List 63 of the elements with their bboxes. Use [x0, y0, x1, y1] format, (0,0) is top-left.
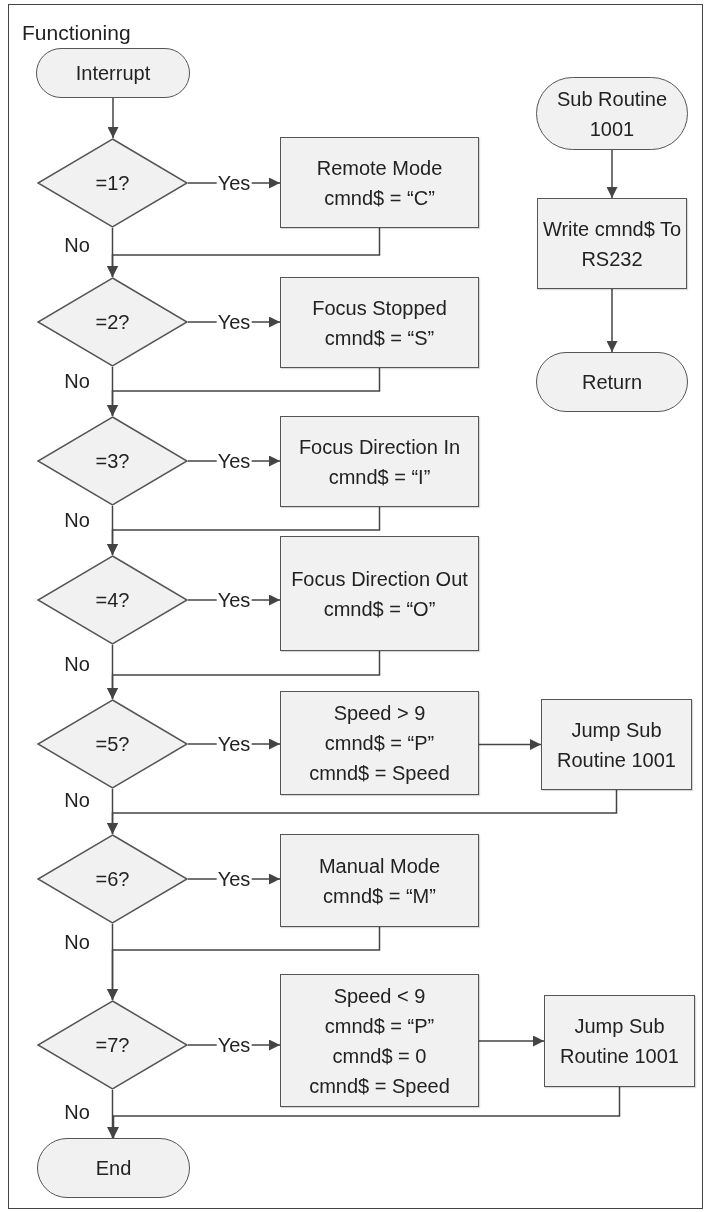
node-text: Interrupt [75, 61, 151, 86]
node-text: Write cmnd$ To RS232 [542, 216, 682, 272]
process-box [537, 198, 687, 289]
node-text: =1? [95, 171, 130, 196]
arrow [478, 1035, 545, 1047]
decision-diamond [37, 138, 188, 228]
node-text: cmnd$ = “C” [323, 185, 436, 211]
arrow [107, 788, 118, 835]
node-text: End [95, 1156, 132, 1181]
node-text: cmnd$ = “S” [323, 325, 436, 351]
node-text: cmnd$ = “P” [323, 731, 436, 756]
process-box [280, 277, 479, 368]
node-text: Jump Sub Routine 1001 [556, 717, 677, 773]
node-text: Speed > 9 [332, 701, 427, 726]
process-box [280, 974, 479, 1107]
node-text: =5? [95, 732, 130, 757]
node-text: =6? [95, 867, 130, 892]
arrow [107, 644, 118, 700]
process-box [541, 699, 692, 790]
node-text: Remote Mode [316, 155, 443, 181]
process-box [280, 416, 479, 507]
node-text: =7? [95, 1033, 130, 1058]
node-text: cmnd$ = “O” [322, 596, 437, 622]
process-box [280, 691, 479, 795]
terminal-shape [36, 48, 190, 98]
process-box [280, 536, 479, 651]
node-text: Manual Mode [318, 853, 441, 879]
arrow [606, 288, 618, 353]
decision-diamond [37, 834, 188, 924]
node-text: cmnd$ = Speed [309, 1073, 450, 1099]
node-text: Jump Sub Routine 1001 [559, 1014, 680, 1069]
decision-diamond [37, 555, 188, 645]
node-text: =2? [95, 310, 130, 335]
arrow [107, 366, 118, 417]
node-text: Focus Stopped [312, 295, 447, 321]
arrow [107, 505, 118, 556]
node-text: =3? [95, 449, 130, 474]
arrow [107, 227, 118, 278]
node-text: Speed < 9 [332, 983, 427, 1009]
terminal-shape [37, 1138, 190, 1198]
diagram-title: Functioning [22, 20, 131, 46]
node-text: Return [582, 370, 642, 395]
node-text: cmnd$ = “M” [322, 883, 437, 909]
arrow [107, 97, 119, 139]
node-text: Sub Routine 1001 [555, 86, 669, 142]
arrow [107, 923, 118, 1001]
decision-diamond [37, 277, 188, 367]
decision-diamond [37, 416, 188, 506]
node-text: cmnd$ = “I” [327, 464, 432, 490]
process-box [280, 137, 479, 228]
node-text: cmnd$ = Speed [309, 761, 450, 786]
decision-diamond [37, 699, 188, 789]
node-text: Focus Direction Out [291, 566, 468, 592]
arrow [478, 739, 542, 750]
terminal-shape [536, 352, 688, 412]
arrow [606, 149, 618, 199]
node-text: =4? [95, 588, 130, 613]
node-text: cmnd$ = “P” [323, 1013, 436, 1039]
decision-diamond [37, 1000, 188, 1090]
node-text: cmnd$ = 0 [331, 1043, 428, 1069]
process-box [280, 834, 479, 927]
process-box [544, 995, 695, 1087]
node-text: Focus Direction In [298, 434, 461, 460]
